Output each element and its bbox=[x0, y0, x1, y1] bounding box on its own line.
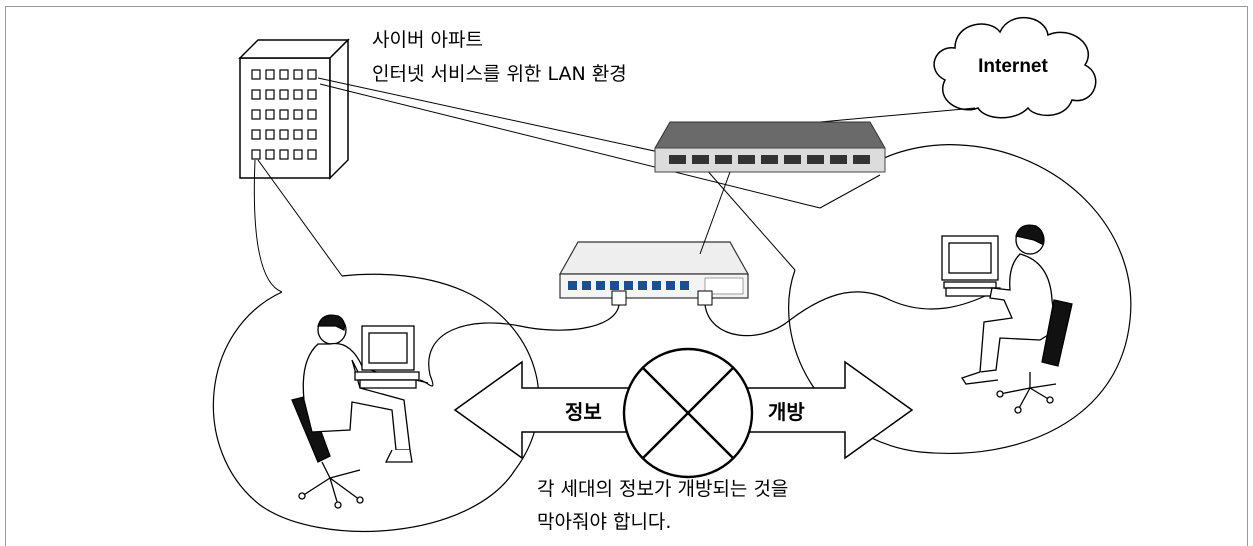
switch-port bbox=[761, 155, 778, 164]
caption-title: 사이버 아파트 bbox=[372, 29, 483, 51]
hub-icon bbox=[558, 241, 750, 306]
building-window bbox=[307, 69, 317, 80]
prohibition-icon bbox=[622, 347, 754, 479]
building-window bbox=[293, 89, 303, 100]
building-window bbox=[307, 149, 317, 160]
switch-port bbox=[692, 155, 709, 164]
building-window bbox=[293, 129, 303, 140]
internet-cloud-icon bbox=[933, 16, 1097, 119]
switch-port bbox=[830, 155, 847, 164]
switch-port bbox=[669, 155, 686, 164]
building-window bbox=[265, 149, 275, 160]
core-switch-icon bbox=[654, 121, 886, 173]
bottom-note-line2: 막아줘야 합니다. bbox=[537, 511, 671, 533]
switch-port bbox=[784, 155, 801, 164]
arrow-right-label: 개방 bbox=[768, 400, 805, 424]
arrow-left-label: 정보 bbox=[565, 400, 602, 424]
building-window bbox=[251, 129, 261, 140]
left-user-icon bbox=[291, 314, 429, 509]
building-window bbox=[251, 109, 261, 120]
switch-port bbox=[853, 155, 870, 164]
building-window bbox=[279, 69, 289, 80]
hub-port bbox=[680, 281, 689, 290]
building-window bbox=[251, 69, 261, 80]
hub-port bbox=[582, 281, 591, 290]
building-window bbox=[279, 149, 289, 160]
building-window bbox=[293, 149, 303, 160]
building-window bbox=[265, 129, 275, 140]
switch-port bbox=[738, 155, 755, 164]
bottom-note-line1: 각 세대의 정보가 개방되는 것을 bbox=[537, 478, 788, 500]
hub-port bbox=[666, 281, 675, 290]
building-links bbox=[253, 77, 881, 293]
hub-port bbox=[596, 281, 605, 290]
figure-frame bbox=[5, 6, 1248, 546]
building-window bbox=[251, 149, 261, 160]
building-window bbox=[265, 89, 275, 100]
hub-port bbox=[610, 281, 619, 290]
building-window bbox=[307, 89, 317, 100]
caption-subtitle: 인터넷 서비스를 위한 LAN 환경 bbox=[372, 63, 627, 85]
left-bubble bbox=[212, 273, 540, 532]
building-window bbox=[265, 69, 275, 80]
cable-left bbox=[419, 304, 620, 387]
hub-port bbox=[652, 281, 661, 290]
hub-port bbox=[568, 281, 577, 290]
cable-right bbox=[704, 291, 986, 337]
building-window bbox=[279, 109, 289, 120]
building-window bbox=[293, 69, 303, 80]
building-window bbox=[307, 109, 317, 120]
building-window bbox=[251, 89, 261, 100]
apartment-building-icon bbox=[238, 38, 350, 180]
switch-port bbox=[715, 155, 732, 164]
building-window bbox=[279, 89, 289, 100]
building-window bbox=[293, 109, 303, 120]
building-window bbox=[279, 129, 289, 140]
building-window bbox=[307, 129, 317, 140]
switch-port bbox=[807, 155, 824, 164]
hub-port bbox=[638, 281, 647, 290]
hub-port bbox=[624, 281, 633, 290]
cloud-label: Internet bbox=[978, 56, 1048, 77]
building-window bbox=[265, 109, 275, 120]
right-user-icon bbox=[941, 224, 1073, 414]
